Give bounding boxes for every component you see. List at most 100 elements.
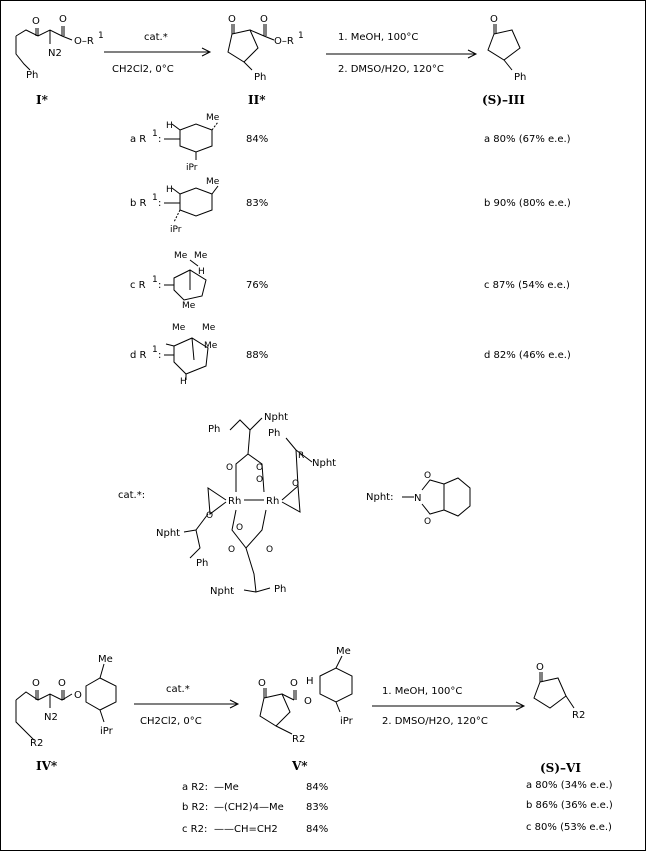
row-c-tag: c R (130, 280, 146, 291)
sm1-oxo-o: O (32, 16, 40, 27)
reaction-arrow-4: 1. MeOH, 100°C 2. DMSO/H2O, 120°C (372, 686, 526, 727)
sm1-ester-o: O (59, 14, 67, 25)
cat-npht-1: Npht (264, 412, 288, 423)
compound-label-II: II* (248, 93, 266, 107)
npht-legend-o1: O (424, 471, 431, 481)
cat-o-4: O (292, 479, 299, 489)
arrow4-step1: 1. MeOH, 100°C (382, 686, 462, 697)
row-c-sup: 1 (152, 275, 158, 285)
row-d-me2: Me (202, 323, 216, 333)
sm2-diazo: N2 (44, 712, 58, 723)
sm1-r-sup: 1 (98, 31, 104, 41)
s2-row-b-yield2: b 86% (36% e.e.) (526, 800, 613, 811)
scheme1-row-d: d R 1 : Me Me Me H 88% d 82% (46% e.e.) (130, 323, 571, 387)
reaction-arrow-2: 1. MeOH, 100°C 2. DMSO/H2O, 120°C (326, 32, 478, 75)
row-a-me: Me (206, 113, 220, 123)
cat-o-2: O (256, 463, 263, 473)
row-c-me1: Me (174, 251, 188, 261)
svg-text::: : (158, 198, 161, 209)
sm2-oxo-o: O (32, 678, 40, 689)
arrow1-catalyst: cat.* (144, 32, 168, 43)
row-b-me: Me (206, 177, 220, 187)
row-d-me3: Me (204, 341, 218, 351)
row-a-h: H (166, 121, 173, 131)
scheme2-row-a: a R2: —Me 84% a 80% (34% e.e.) (182, 780, 613, 793)
svg-text::: : (158, 280, 161, 291)
scheme2-row-b: b R2: —(CH2)4—Me 83% b 86% (36% e.e.) (182, 800, 613, 813)
cat-o-7: O (228, 545, 235, 555)
arrow4-step2: 2. DMSO/H2O, 120°C (382, 716, 488, 727)
npht-legend: Npht: N O O (366, 471, 471, 527)
prod2-r2: R2 (572, 710, 585, 721)
sm2-me: Me (98, 654, 113, 665)
scheme1-row-c: c R 1 : Me Me H Me 76% c 87% (54% e.e.) (130, 251, 570, 311)
arrow2-step2: 2. DMSO/H2O, 120°C (338, 64, 444, 75)
catalyst-label: cat.*: (118, 490, 145, 501)
compound-IV: O O O N2 R2 Me iPr IV* (15, 654, 117, 773)
row-a-sup: 1 (152, 129, 158, 139)
prod2-oxo-o: O (536, 662, 544, 673)
cat-npht-2: Npht (312, 458, 336, 469)
int2-r2: R2 (292, 734, 305, 745)
int2-me: Me (336, 646, 351, 657)
cat-ph-3: Ph (196, 558, 208, 569)
row-a-yield1: 84% (246, 134, 268, 145)
cat-ph-2: Ph (268, 428, 280, 439)
row-d-sup: 1 (152, 345, 158, 355)
sm2-ether-o: O (74, 690, 82, 701)
arrow3-conditions: CH2Cl2, 0°C (140, 716, 202, 727)
sm2-r2: R2 (30, 738, 43, 749)
npht-legend-label: Npht: (366, 492, 393, 503)
int1-r-sup: 1 (298, 31, 304, 41)
s2-row-a-yield2: a 80% (34% e.e.) (526, 780, 613, 791)
rh-atom-1: Rh (228, 496, 241, 507)
prod1-oxo-o: O (490, 14, 498, 25)
sm1-or: O–R (74, 36, 94, 47)
compound-II: O O O–R 1 Ph II* (227, 14, 304, 107)
compound-label-VI: (S)–VI (540, 761, 581, 775)
int2-oxo-o: O (258, 678, 266, 689)
compound-VI: O R2 (S)–VI (533, 662, 585, 775)
svg-text::: : (158, 350, 161, 361)
row-b-yield2: b 90% (80% e.e.) (484, 198, 571, 209)
row-d-me1: Me (172, 323, 186, 333)
row-a-tag: a R (130, 134, 146, 145)
reaction-arrow-3: cat.* CH2Cl2, 0°C (134, 684, 240, 727)
compound-III: O Ph (S)–III (482, 14, 526, 107)
row-d-tag: d R (130, 350, 147, 361)
compound-V: O O O H R2 Me iPr V* (258, 646, 354, 773)
catalyst-structure: cat.*: Rh Rh O O O O O O O O Ph Npht Ph … (118, 412, 336, 597)
row-c-me3: Me (182, 301, 196, 311)
int2-ester-o: O (290, 678, 298, 689)
cat-o-8: O (266, 545, 273, 555)
sm1-diazo: N2 (48, 48, 62, 59)
row-b-h: H (166, 185, 173, 195)
sm1-phenyl: Ph (26, 70, 38, 81)
s2-row-a-yield1: 84% (306, 782, 328, 793)
row-b-tag: b R (130, 198, 147, 209)
compound-label-V: V* (291, 759, 308, 773)
int2-h: H (306, 676, 314, 687)
compound-label-I: I* (36, 93, 49, 107)
row-d-h: H (180, 377, 187, 387)
s2-row-b-sub: —(CH2)4—Me (214, 802, 284, 813)
cat-npht-4: Npht (210, 586, 234, 597)
cat-r-mark: R (298, 451, 304, 461)
s2-row-b-yield1: 83% (306, 802, 328, 813)
cat-npht-3: Npht (156, 528, 180, 539)
arrow2-step1: 1. MeOH, 100°C (338, 32, 418, 43)
svg-text::: : (158, 134, 161, 145)
row-b-ipr: iPr (170, 225, 182, 235)
row-d-yield1: 88% (246, 350, 268, 361)
s2-row-c-sub: ——CH=CH2 (214, 824, 278, 835)
int1-phenyl: Ph (254, 72, 266, 83)
prod1-phenyl: Ph (514, 72, 526, 83)
s2-row-a-sub: —Me (214, 782, 239, 793)
compound-label-III: (S)–III (482, 93, 525, 107)
row-d-yield2: d 82% (46% e.e.) (484, 350, 571, 361)
int1-ester-o: O (260, 14, 268, 25)
cat-o-5: O (206, 511, 213, 521)
cat-o-6: O (236, 523, 243, 533)
s2-row-a-tag: a R2: (182, 782, 208, 793)
